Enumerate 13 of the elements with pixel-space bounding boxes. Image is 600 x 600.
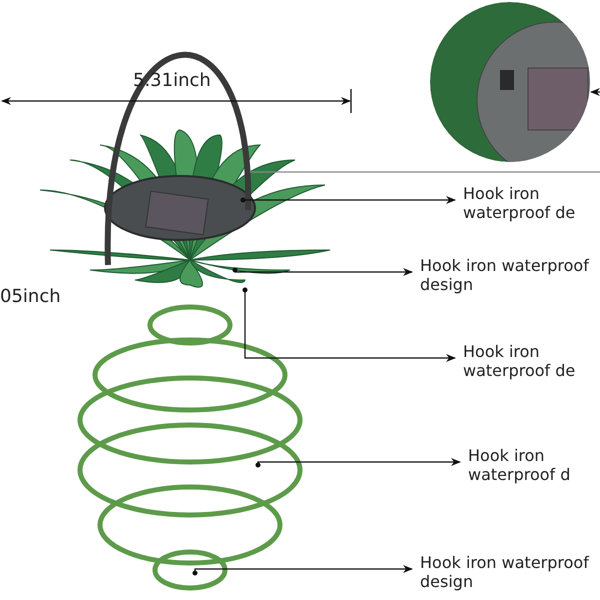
detail-photo (430, 2, 590, 162)
callout-text: Hook iron waterproof d (468, 446, 600, 484)
leader-line (590, 88, 600, 96)
leader-line (242, 288, 456, 362)
callout-text: Hook iron waterproof design (420, 256, 600, 294)
dimension-label: 05inch (0, 286, 61, 307)
callout-text: Hook iron waterproof de (463, 342, 600, 380)
leader-line (256, 458, 461, 468)
leader-line (232, 268, 413, 276)
leader-line (240, 196, 456, 204)
callout-text: Hook iron waterproof de (463, 184, 600, 222)
leader-line (192, 565, 413, 576)
callout-text: Hook iron waterproof design (420, 553, 600, 591)
